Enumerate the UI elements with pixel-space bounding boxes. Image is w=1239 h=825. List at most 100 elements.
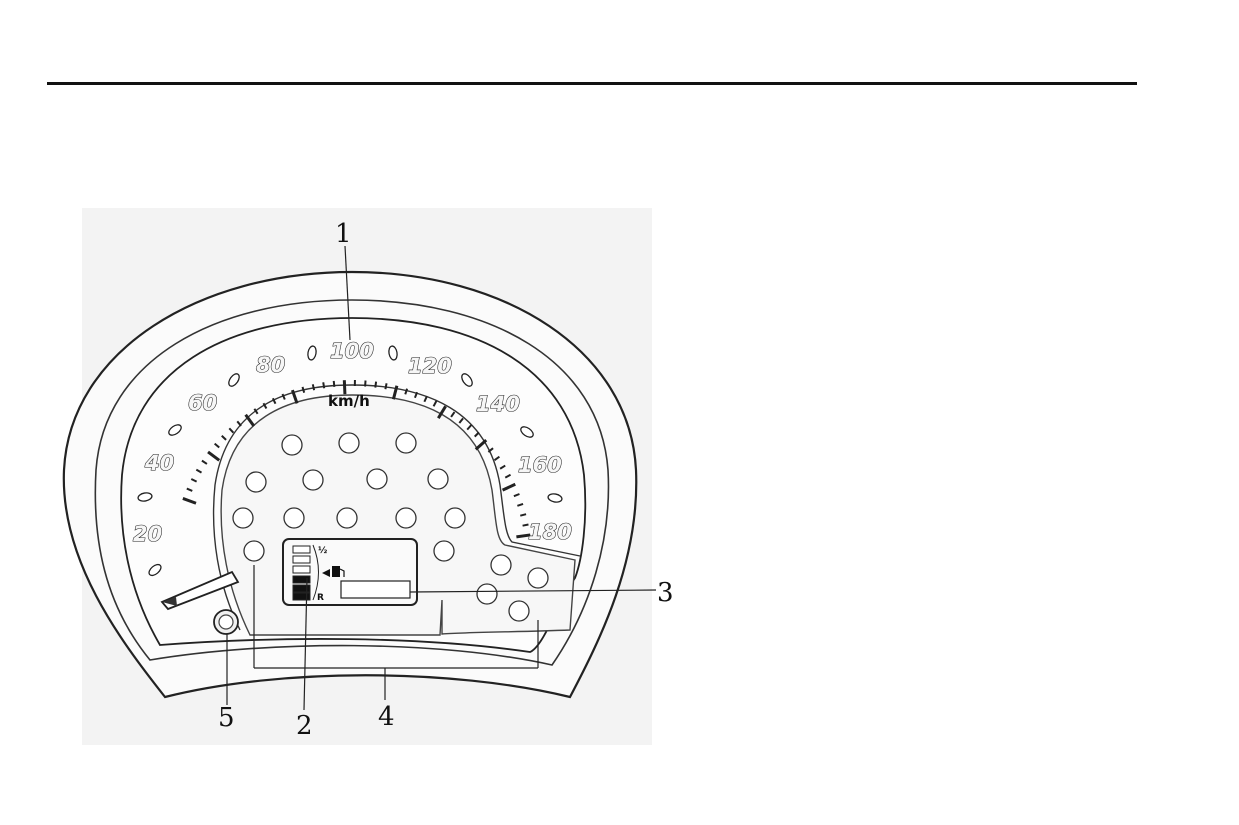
led-dot xyxy=(281,434,303,456)
leader-2 xyxy=(303,577,308,711)
led-dot xyxy=(232,507,254,529)
callout-3: 3 xyxy=(657,578,674,608)
scale-tick xyxy=(236,420,242,427)
odometer-window xyxy=(340,580,411,599)
led-dot xyxy=(338,432,360,454)
leader-1 xyxy=(344,245,351,341)
led-dot xyxy=(243,540,265,562)
scale-tick xyxy=(322,382,326,389)
speed-label-160: 160 xyxy=(518,453,562,477)
scale-tick xyxy=(190,478,198,483)
inner-ring-line xyxy=(212,384,581,631)
scale-tick xyxy=(404,388,409,395)
led-dot xyxy=(508,600,530,622)
scale-tick xyxy=(504,473,512,479)
led-dot xyxy=(395,507,417,529)
scale-oval-markers xyxy=(137,345,563,577)
callout-5: 5 xyxy=(218,703,235,733)
scale-tick xyxy=(474,438,488,451)
oval-marker xyxy=(307,345,317,361)
scale-tick xyxy=(290,389,299,404)
scale-tick xyxy=(520,513,527,517)
fuel-reverse-mark: R xyxy=(317,593,324,603)
scale-tick xyxy=(301,386,306,393)
scale-tick xyxy=(501,482,516,492)
leader-4 xyxy=(253,565,539,700)
fuel-bar xyxy=(292,575,311,584)
lcd-display: ½ R xyxy=(282,538,418,606)
callout-leaders xyxy=(226,245,657,711)
leader-3 xyxy=(409,589,657,593)
scale-tick xyxy=(221,435,227,441)
scale-tick xyxy=(493,455,500,461)
scale-tick xyxy=(262,402,268,410)
callout-2: 2 xyxy=(296,711,313,741)
fuel-bar xyxy=(292,565,311,574)
oval-marker xyxy=(388,345,398,361)
led-dot xyxy=(444,507,466,529)
fuel-bar xyxy=(292,555,311,564)
fuel-half-mark: ½ xyxy=(318,545,327,556)
led-dot xyxy=(245,471,267,493)
oval-marker xyxy=(461,373,473,387)
oval-marker xyxy=(168,424,182,436)
scale-tick xyxy=(271,397,277,405)
scale-tick xyxy=(182,497,197,505)
oval-marker xyxy=(520,426,534,438)
scale-tick xyxy=(332,380,336,387)
scale-tick xyxy=(195,468,203,474)
speed-label-20: 20 xyxy=(133,522,162,546)
scale-tick xyxy=(437,405,447,419)
scale-tick xyxy=(517,503,524,507)
speed-needle xyxy=(160,570,240,611)
scale-tick xyxy=(499,464,506,470)
speed-label-60: 60 xyxy=(188,391,217,415)
scale-tick xyxy=(311,384,316,391)
scale-tick xyxy=(516,533,531,539)
scale-tick xyxy=(281,393,286,400)
led-dot xyxy=(527,567,549,589)
led-dot xyxy=(336,507,358,529)
scale-tick xyxy=(342,380,347,395)
speed-label-140: 140 xyxy=(476,392,520,416)
scale-tick xyxy=(391,385,399,400)
scale-tick xyxy=(207,450,221,462)
scale-tick xyxy=(487,447,494,453)
led-dot xyxy=(366,468,388,490)
led-dot xyxy=(433,540,455,562)
fuel-bar xyxy=(292,545,311,554)
speed-label-100: 100 xyxy=(330,339,374,363)
led-dot xyxy=(476,583,498,605)
callout-1: 1 xyxy=(335,219,352,249)
led-dot xyxy=(490,554,512,576)
scale-tick xyxy=(432,400,438,407)
speed-label-120: 120 xyxy=(408,354,452,378)
led-dot xyxy=(302,469,324,491)
scale-tick xyxy=(513,493,520,498)
led-dot xyxy=(395,432,417,454)
scale-tick xyxy=(423,395,428,403)
scale-tick xyxy=(214,442,220,449)
scale-tick xyxy=(201,459,208,465)
oval-marker xyxy=(148,563,162,577)
speed-label-80: 80 xyxy=(256,353,285,377)
scale-tick xyxy=(244,413,256,427)
callout-4: 4 xyxy=(378,702,395,732)
oval-marker xyxy=(547,493,563,503)
unit-label: km/h xyxy=(328,392,370,410)
scale-tick xyxy=(253,408,259,415)
scale-tick xyxy=(374,381,378,388)
led-dots xyxy=(232,432,549,622)
led-dot xyxy=(427,468,449,490)
scale-tick xyxy=(186,487,193,492)
scale-tick xyxy=(473,431,480,438)
fuel-gauge-arc xyxy=(312,544,319,601)
scale-tick xyxy=(466,424,472,431)
scale-tick xyxy=(450,411,456,418)
oval-marker xyxy=(228,373,240,387)
housing-inner-rim xyxy=(94,299,610,666)
speed-label-180: 180 xyxy=(528,520,572,544)
fuel-pump-icon xyxy=(322,566,345,577)
header-rule xyxy=(47,82,1137,85)
